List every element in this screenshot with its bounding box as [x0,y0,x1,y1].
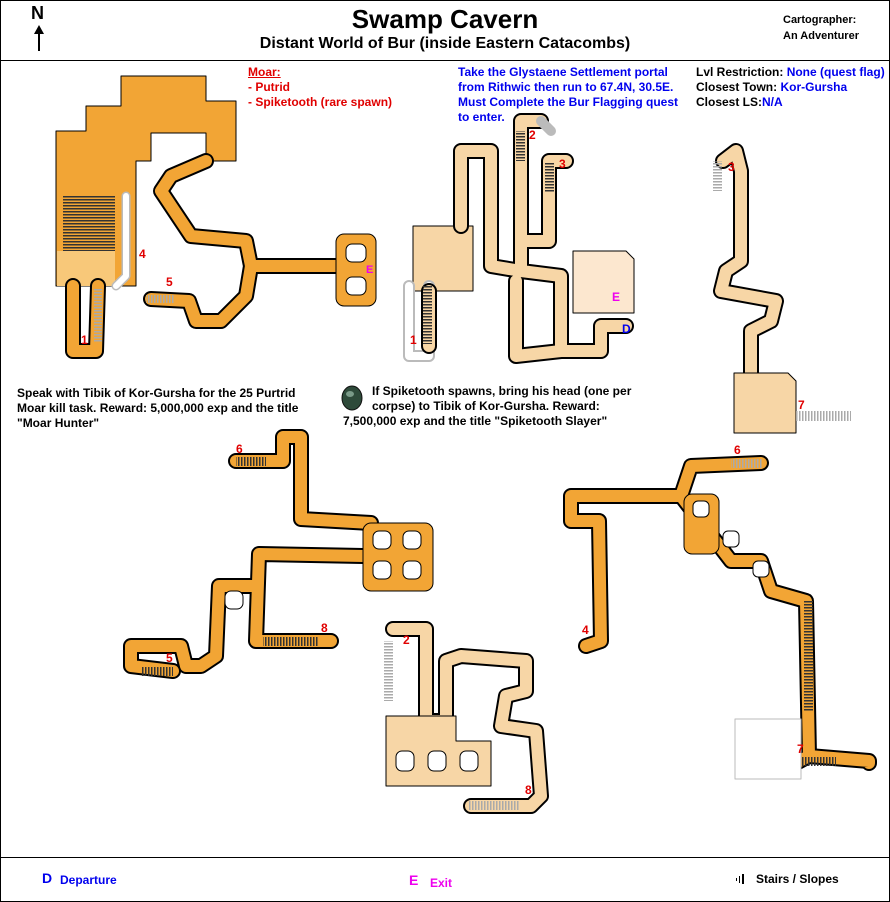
stairs-icon [736,874,744,884]
town-value: Kor-Gursha [780,80,848,94]
header-divider [1,60,889,61]
quest1-line: "Moar Hunter" [17,416,100,430]
footer-divider [1,857,889,858]
section-top-left [55,75,377,359]
marker-4: 4 [139,247,146,261]
marker-6: 6 [236,442,243,456]
legend-e-symbol: E [409,872,419,888]
quest2-line: corpse) to Tibik of Kor-Gursha. Reward: [372,399,600,413]
mob-item: - Putrid [248,80,290,94]
lvl-value: None (quest flag) [786,65,885,79]
north-arrow-icon [34,25,44,51]
marker-2: 2 [403,633,410,647]
legend-stairs: Stairs / Slopes [756,872,839,886]
legend-exit: Exit [430,876,453,890]
exit-marker: E [612,290,620,304]
quest1-line: Speak with Tibik of Kor-Gursha for the 2… [17,386,296,400]
spiketooth-head-icon [341,385,363,411]
section-bottom-middle [384,621,549,814]
legend-departure: Departure [60,873,117,887]
marker-8: 8 [321,621,328,635]
legend-d-symbol: D [42,870,53,886]
marker-3: 3 [559,157,566,171]
departure-marker: D [622,322,631,336]
map-title: Swamp Cavern [351,4,539,34]
quest2-line: If Spiketooth spawns, bring his head (on… [372,384,632,398]
quest1-line: Moar kill task. Reward: 5,000,000 exp an… [17,401,299,415]
directions-line: to enter. [458,110,505,124]
exit-marker: E [366,264,373,276]
quest2-line: 7,500,000 exp and the title "Spiketooth … [343,414,608,428]
section-top-right [713,143,851,434]
mobs-heading: Moar: [248,65,281,79]
marker-1: 1 [81,333,88,347]
lvl-label: Lvl Restriction: [696,65,787,79]
marker-7: 7 [797,742,804,756]
marker-2: 2 [529,128,536,142]
marker-8: 8 [525,783,532,797]
directions-line: Take the Glystaene Settlement portal [458,65,668,79]
cartographer-label: Cartographer: [783,14,857,26]
cavern-map: 1 4 5 E 1 2 3 E D 3 7 6 8 5 2 8 6 4 7 [55,75,877,814]
marker-5: 5 [166,651,173,665]
ls-value: N/A [762,95,783,109]
town-label: Closest Town: [696,80,781,94]
marker-7: 7 [798,398,805,412]
compass-north: N [31,3,44,23]
map-subtitle: Distant World of Bur (inside Eastern Cat… [259,35,631,52]
marker-1: 1 [410,333,417,347]
marker-4: 4 [582,623,589,637]
section-bottom-right [563,455,877,780]
section-top-middle [403,113,635,364]
marker-5: 5 [166,275,173,289]
directions-line: Must Complete the Bur Flagging quest [458,95,679,109]
ls-label: Closest LS: [696,95,763,109]
mob-item: - Spiketooth (rare spawn) [248,95,393,109]
section-bottom-left [123,429,434,679]
cartographer-name: An Adventurer [783,30,859,42]
marker-6: 6 [734,443,741,457]
marker-3: 3 [728,160,735,174]
directions-line: from Rithwic then run to 67.4N, 30.5E. [458,80,674,94]
